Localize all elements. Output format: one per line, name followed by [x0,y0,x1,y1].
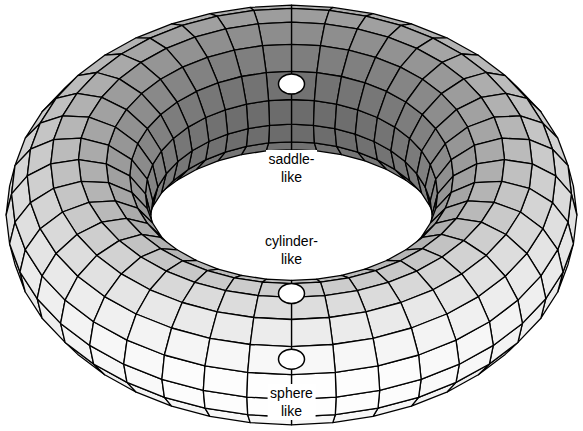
mesh-face [269,100,292,126]
mesh-face [250,318,291,347]
mesh-face [411,314,456,355]
mesh-face [292,44,321,72]
region-marker [279,74,305,94]
mesh-face [269,124,292,143]
mesh-face [258,22,291,46]
mesh-face [292,8,330,23]
mesh-face [246,101,269,129]
mesh-face [475,160,505,183]
mesh-face [263,44,292,72]
mesh-face [164,328,210,366]
mesh-face [292,124,315,143]
mesh-face [254,8,292,23]
mesh-face [205,338,250,372]
region-label: sphere like [267,384,316,420]
mesh-face [127,314,172,355]
region-label: cylinder- like [262,232,321,268]
region-marker [279,349,305,369]
mesh-face [292,100,315,126]
mesh-face [292,318,333,347]
mesh-face [314,101,337,129]
mesh-face [292,22,325,46]
region-marker [279,284,305,304]
region-label: saddle- like [266,150,318,186]
mesh-face [79,160,109,183]
mesh-face [373,328,419,366]
mesh-face [333,338,378,372]
